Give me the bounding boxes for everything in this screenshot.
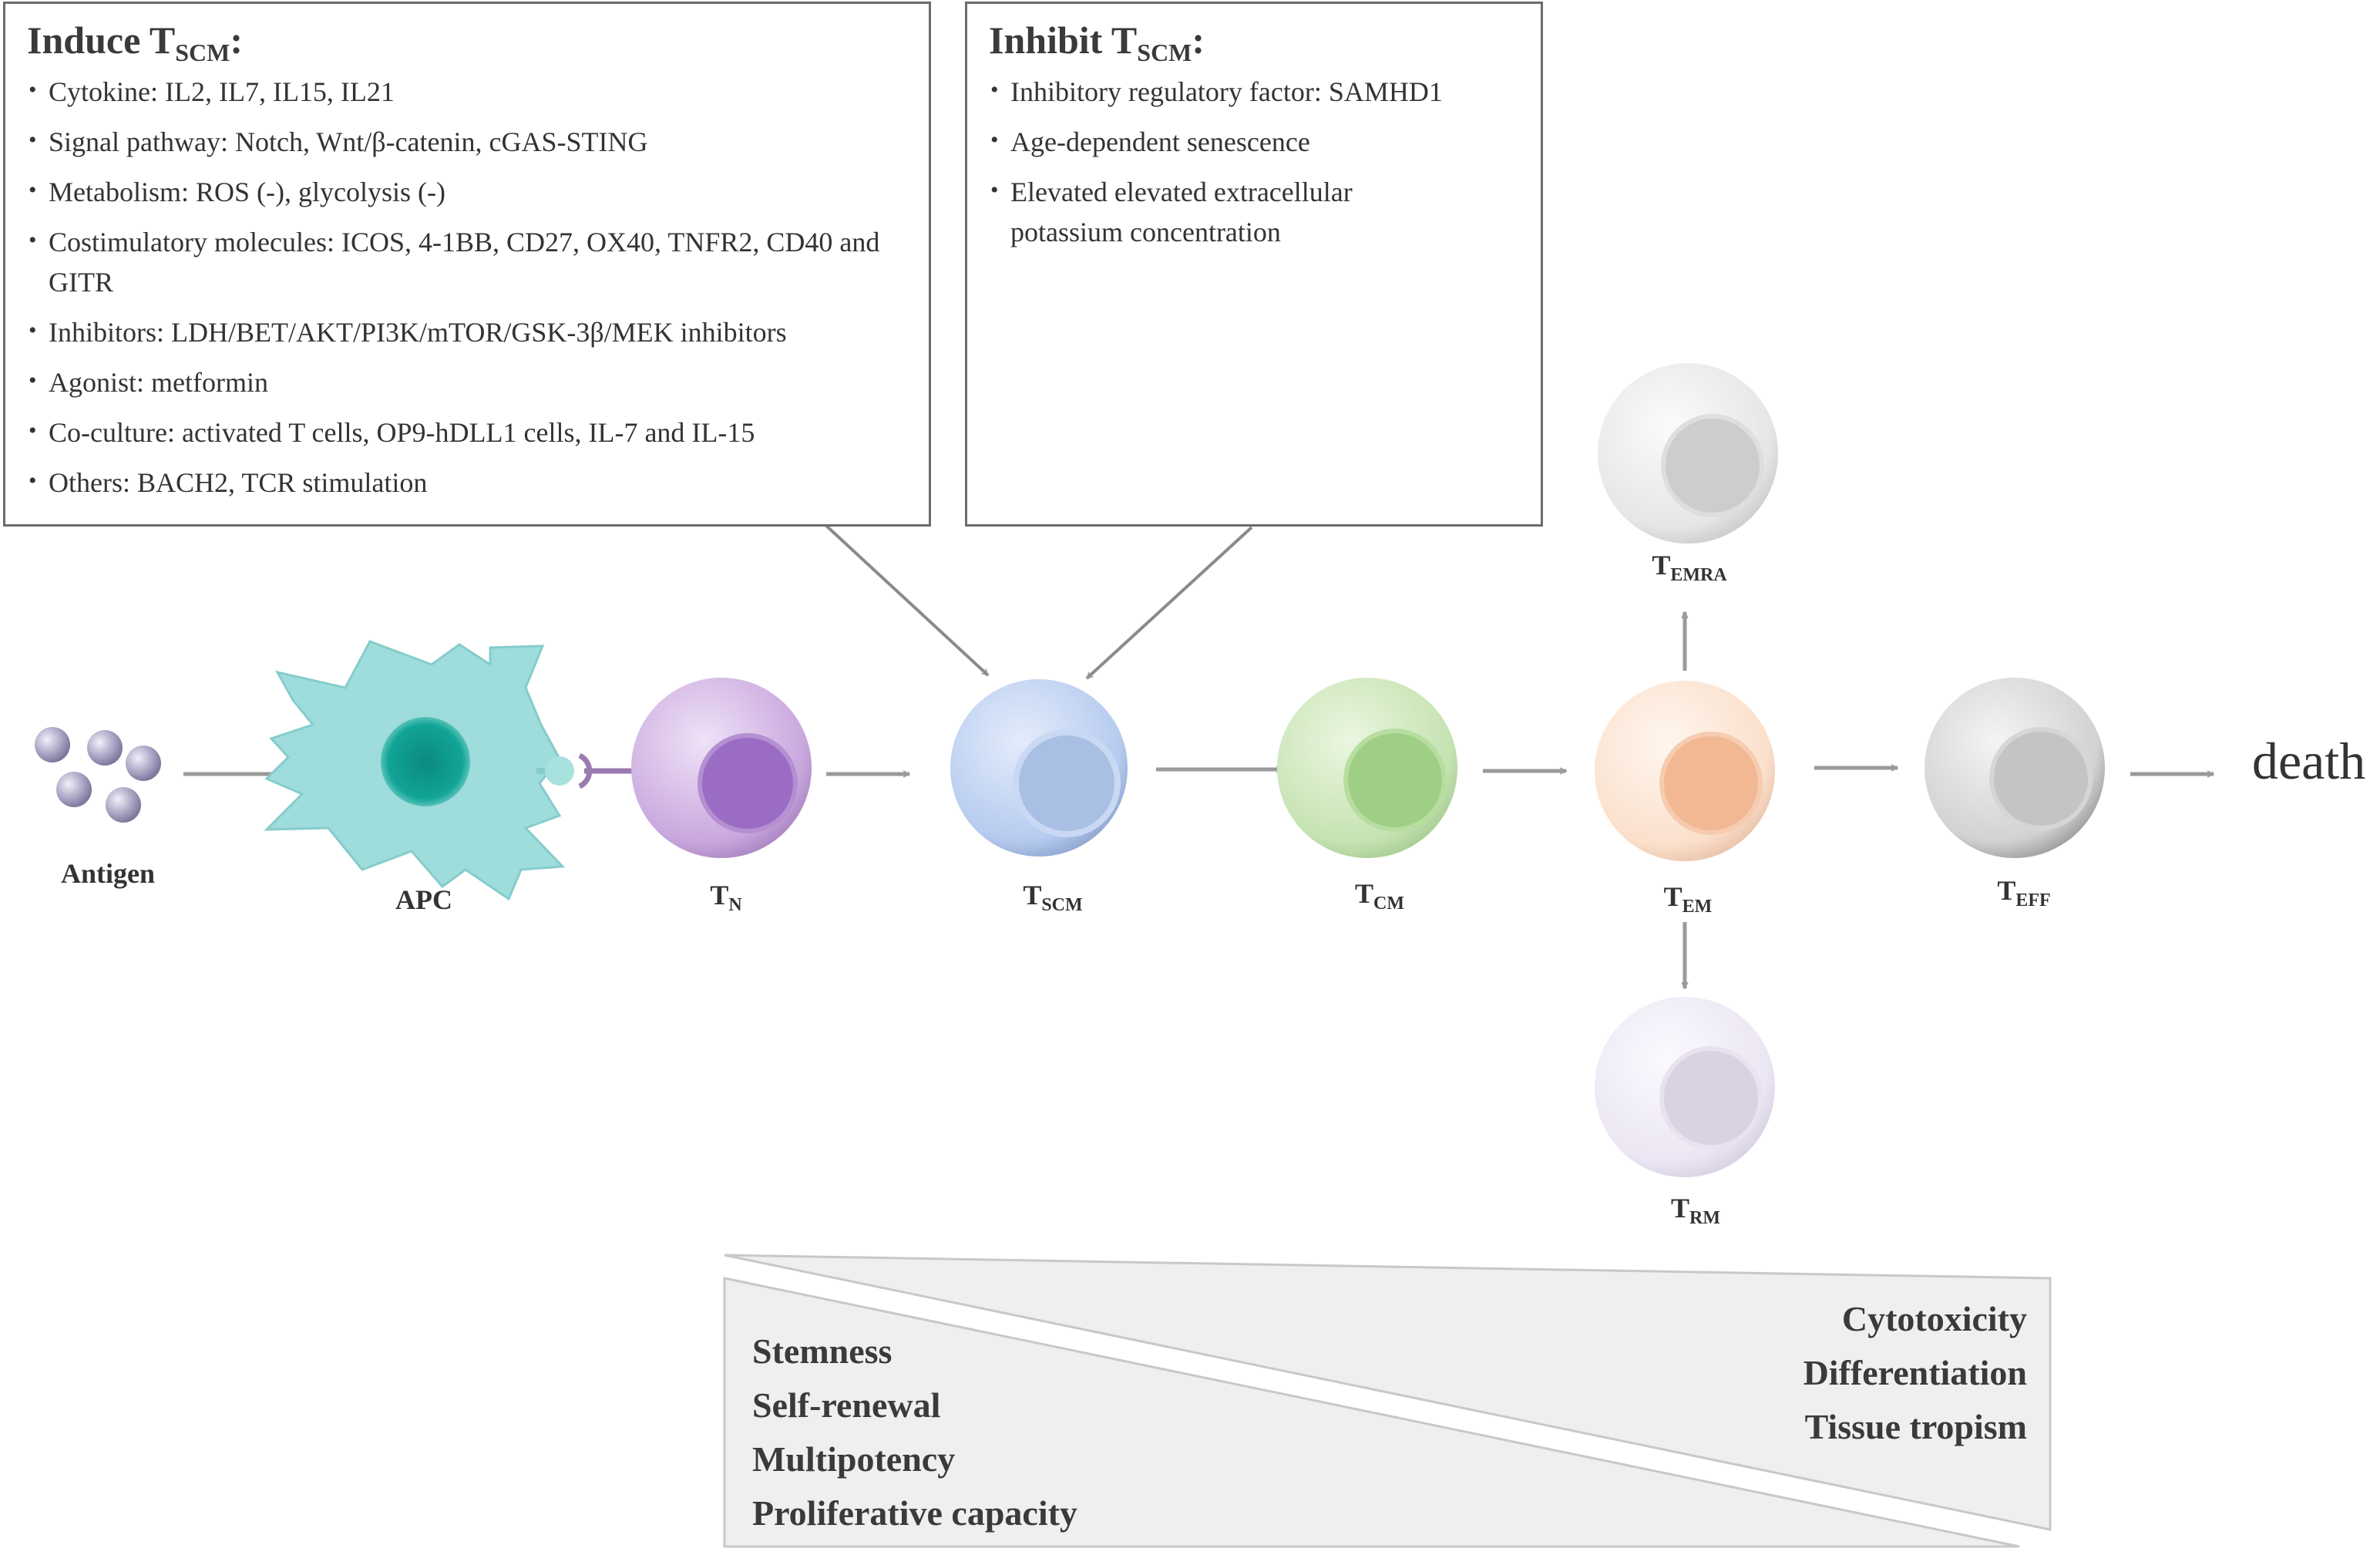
inhibit-factor-list: Inhibitory regulatory factor: SAMHD1 Age… [967,70,1541,252]
inhibit-connector-arrow [1085,526,1253,680]
temra-nucleus [1661,414,1764,517]
property-stemness: Stemness [752,1331,892,1371]
induce-factor-signal-pathway: Signal pathway: Notch, Wnt/β-catenin, cG… [29,120,913,162]
trm-cell [1595,997,1775,1177]
cytotoxicity-gradient-triangle [724,1254,2052,1531]
tscm-cell [950,679,1128,857]
property-self-renewal: Self-renewal [752,1385,941,1425]
property-cytotoxicity: Cytotoxicity [1841,1299,2027,1338]
tn-label: TN [710,880,742,915]
tscm-nucleus [1013,729,1121,837]
induce-factor-cytokine: Cytokine: IL2, IL7, IL15, IL21 [29,70,913,112]
tn-cell [631,678,812,858]
tcm-label: TCM [1355,878,1404,914]
induce-factor-coculture: Co-culture: activated T cells, OP9-hDLL1… [29,411,913,453]
property-tissue-tropism: Tissue tropism [1804,1407,2027,1446]
induce-factor-metabolism: Metabolism: ROS (-), glycolysis (-) [29,170,913,212]
death-label: death [2252,732,2366,790]
tcm-cell [1277,678,1457,858]
trm-label: TRM [1671,1193,1720,1228]
inhibit-tscm-title: Inhibit TSCM: [989,19,1205,66]
apc-cell [264,640,634,901]
tem-label: TEM [1663,881,1713,917]
inhibit-tscm-box: Inhibit TSCM: Inhibitory regulatory fact… [965,2,1543,527]
tn-nucleus [698,733,798,833]
teff-cell [1925,678,2105,858]
apc-nucleus [381,717,470,806]
temra-cell [1598,363,1778,544]
teff-label: TEFF [1997,875,2051,910]
property-differentiation: Differentiation [1803,1353,2027,1392]
stemness-gradient-triangle [723,1277,2020,1548]
cytotoxicity-properties: Cytotoxicity Differentiation Tissue trop… [1803,1292,2027,1454]
induce-factor-others: Others: BACH2, TCR stimulation [29,461,913,503]
temra-label: TEMRA [1652,550,1727,585]
induce-tscm-box: Induce TSCM: Cytokine: IL2, IL7, IL15, I… [3,2,931,527]
tcm-nucleus [1343,729,1447,832]
induce-factor-inhibitors: Inhibitors: LDH/BET/AKT/PI3K/mTOR/GSK-3β… [29,311,913,352]
trm-nucleus [1659,1046,1763,1149]
tem-nucleus [1659,732,1763,835]
induce-factor-costimulatory: Costimulatory molecules: ICOS, 4-1BB, CD… [29,220,913,302]
apc-label: APC [395,884,452,915]
property-multipotency: Multipotency [752,1439,956,1479]
teff-nucleus [1989,727,2093,830]
antigen-label: Antigen [60,858,156,889]
induce-factor-list: Cytokine: IL2, IL7, IL15, IL21 Signal pa… [5,70,929,503]
inhibit-factor-samhd1: Inhibitory regulatory factor: SAMHD1 [990,70,1525,112]
stemness-properties: Stemness Self-renewal Multipotency Proli… [752,1324,1077,1540]
induce-tscm-title: Induce TSCM: [27,19,243,66]
tscm-label: TSCM [1023,880,1083,915]
tem-cell [1595,681,1775,861]
antigen-cluster [35,727,161,823]
induce-connector-arrow [823,523,990,677]
property-proliferative-capacity: Proliferative capacity [752,1493,1077,1533]
induce-factor-agonist: Agonist: metformin [29,361,913,402]
inhibit-factor-senescence: Age-dependent senescence [990,120,1525,162]
inhibit-factor-potassium: Elevated elevated extracellular potassiu… [990,170,1442,252]
apc-receptor [545,756,574,786]
